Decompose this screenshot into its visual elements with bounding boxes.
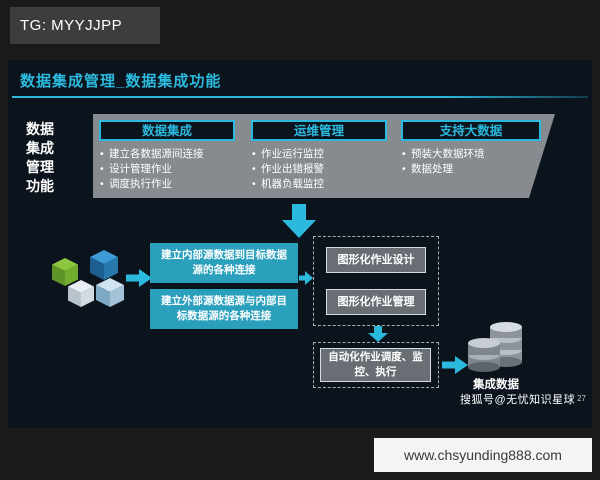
side-label-line: 数据 — [26, 121, 54, 137]
internal-connection-box: 建立内部源数据到目标数据源的各种连接 — [150, 243, 298, 283]
banner-column-big-data: 支持大数据 预装大数据环境 数据处理 — [401, 120, 541, 177]
website-banner: www.chsyunding888.com — [374, 438, 592, 472]
column-bullets: 预装大数据环境 数据处理 — [401, 147, 541, 177]
big-down-arrow-icon — [282, 204, 316, 243]
bullet-item: 作业出错报警 — [251, 162, 387, 177]
function-banner: 数据集成 建立各数据源间连接 设计管理作业 调度执行作业 运维管理 作业运行监控… — [93, 114, 555, 198]
side-label-line: 集成 — [26, 140, 54, 156]
column-header: 支持大数据 — [401, 120, 541, 141]
column-header: 数据集成 — [99, 120, 235, 141]
column-header: 运维管理 — [251, 120, 387, 141]
side-label: 数据 集成 管理 功能 — [26, 120, 54, 196]
title-underline — [12, 96, 588, 98]
job-schedule-group: 自动化作业调度、监控、执行 — [313, 342, 439, 388]
bullet-item: 数据处理 — [401, 162, 541, 177]
bullet-item: 机器负载监控 — [251, 177, 387, 192]
bullet-item: 作业运行监控 — [251, 147, 387, 162]
right-arrow-icon — [299, 271, 313, 290]
watermark-text: 搜狐号@无忧知识星球 — [460, 394, 576, 406]
data-sources-icon — [50, 250, 128, 321]
down-arrow-icon — [368, 326, 388, 347]
side-label-line: 管理 — [26, 159, 54, 175]
banner-column-ops-management: 运维管理 作业运行监控 作业出错报警 机器负载监控 — [251, 120, 387, 192]
tg-badge: TG: MYYJJPP — [10, 7, 160, 44]
banner-column-data-integration: 数据集成 建立各数据源间连接 设计管理作业 调度执行作业 — [99, 120, 235, 192]
database-icon — [466, 322, 524, 379]
bullet-item: 建立各数据源间连接 — [99, 147, 235, 162]
slide-canvas: 数据集成管理_数据集成功能 数据 集成 管理 功能 数据集成 建立各数据源间连接… — [8, 60, 592, 428]
job-schedule-box: 自动化作业调度、监控、执行 — [320, 348, 431, 382]
page-title: 数据集成管理_数据集成功能 — [20, 73, 222, 90]
job-design-box: 图形化作业设计 — [326, 247, 426, 273]
column-bullets: 建立各数据源间连接 设计管理作业 调度执行作业 — [99, 147, 235, 192]
job-manage-box: 图形化作业管理 — [326, 289, 426, 315]
job-design-group: 图形化作业设计 图形化作业管理 — [313, 236, 439, 326]
database-label: 集成数据 — [473, 379, 519, 391]
right-arrow-icon — [126, 269, 152, 292]
side-label-line: 功能 — [26, 178, 54, 194]
external-connection-box: 建立外部源数据源与内部目标数据源的各种连接 — [150, 289, 298, 329]
column-bullets: 作业运行监控 作业出错报警 机器负载监控 — [251, 147, 387, 192]
right-arrow-icon — [442, 356, 468, 379]
page-number: 27 — [577, 394, 586, 403]
bullet-item: 调度执行作业 — [99, 177, 235, 192]
bullet-item: 设计管理作业 — [99, 162, 235, 177]
bullet-item: 预装大数据环境 — [401, 147, 541, 162]
